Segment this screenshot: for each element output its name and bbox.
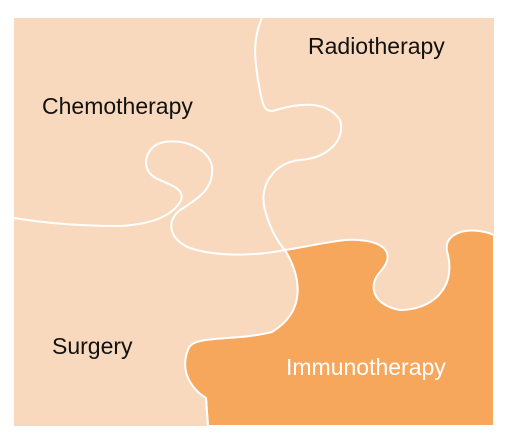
piece-label-radiotherapy: Radiotherapy	[308, 33, 445, 59]
piece-label-chemotherapy: Chemotherapy	[42, 93, 193, 119]
piece-label-surgery: Surgery	[52, 333, 133, 359]
piece-label-immunotherapy: Immunotherapy	[286, 354, 446, 380]
